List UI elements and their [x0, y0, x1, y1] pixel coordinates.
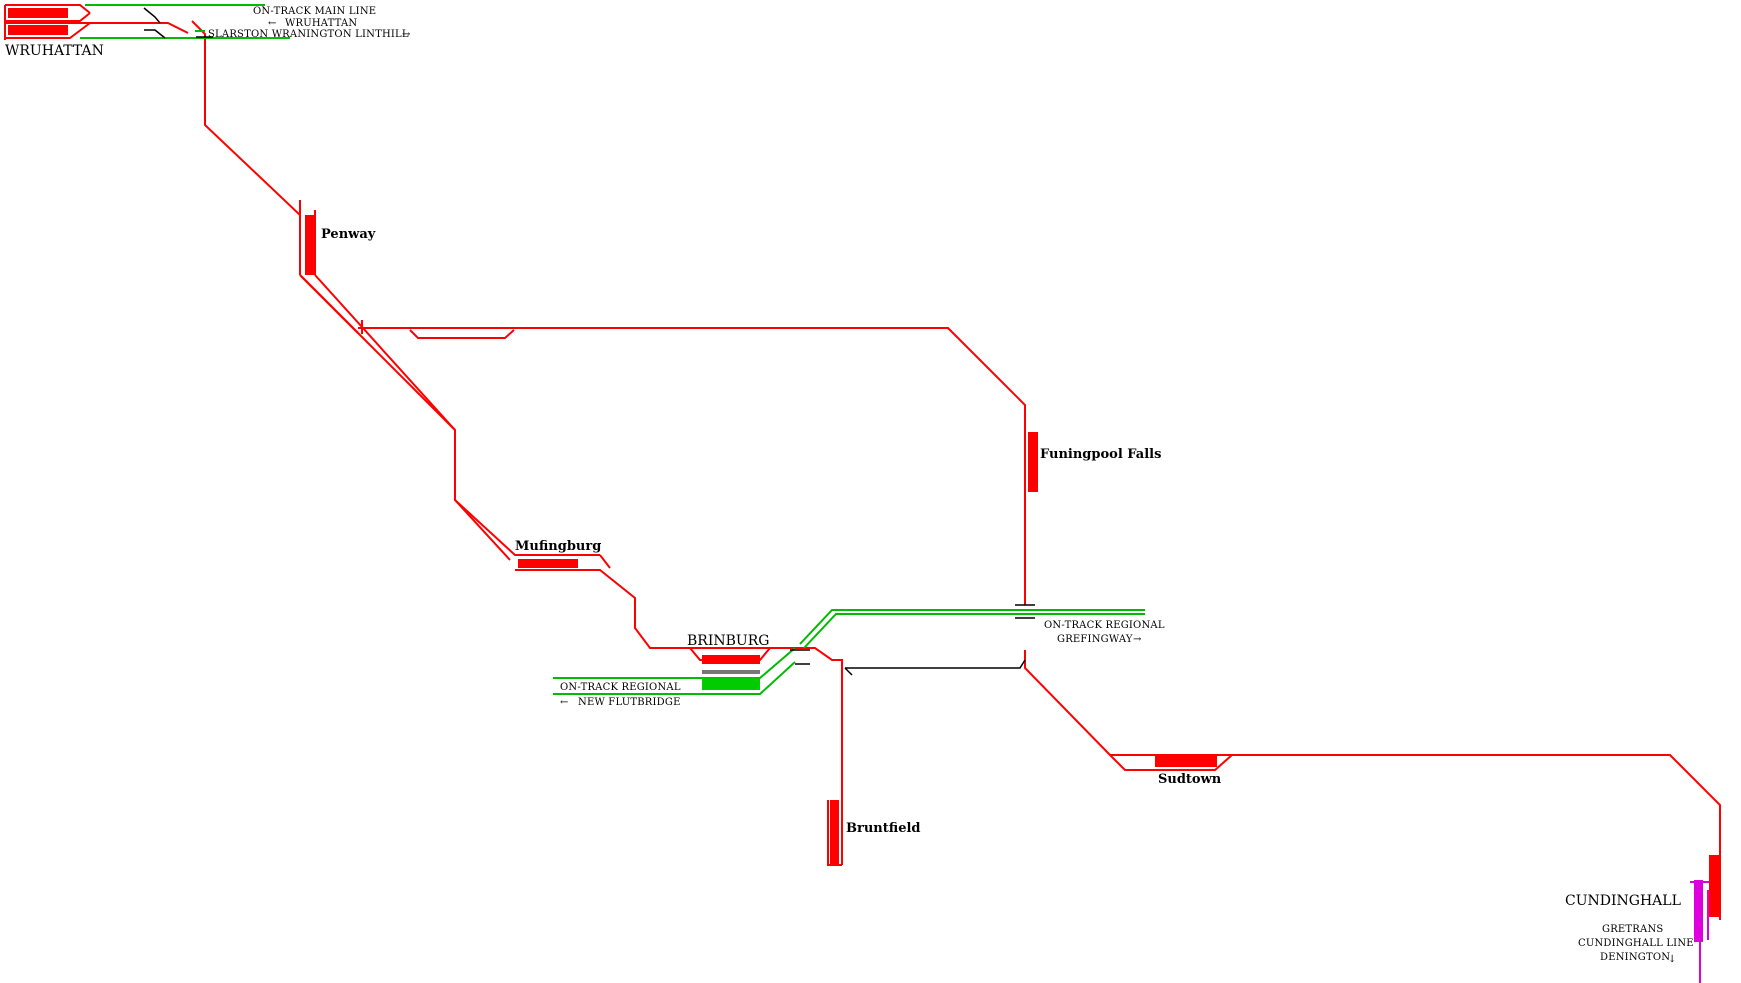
- station-label-cundinghall: CUNDINGHALL: [1565, 893, 1681, 909]
- left-arrow-icon: ←: [268, 18, 277, 29]
- station-label-wruhattan: WRUHATTAN: [5, 43, 104, 59]
- right-arrow-icon: →: [1133, 634, 1142, 645]
- wruhattan-terminus-tracks: [4, 4, 189, 40]
- note-text: ON-TRACK REGIONAL: [560, 682, 681, 693]
- bruntfield-platform: [830, 800, 839, 865]
- brinburg-platform-red: [702, 655, 760, 664]
- note-text: ON-TRACK REGIONAL: [1044, 620, 1165, 631]
- station-label-brinburg: BRINBURG: [687, 633, 769, 649]
- left-arrow-icon: ←: [560, 697, 569, 708]
- penway-platform: [305, 215, 314, 275]
- platforms: [8, 8, 1719, 917]
- note-new-flutbridge: ON-TRACK REGIONAL ← NEW FLUTBRIDGE: [560, 682, 681, 708]
- note-text: SLARSTON WRANINGTON LINTHILL: [208, 29, 409, 40]
- green-main-line: [80, 4, 290, 39]
- sudtown-platform: [1155, 756, 1217, 767]
- mufingburg-platform: [518, 559, 578, 568]
- wruhattan-platform-2: [8, 25, 68, 35]
- wruhattan-platform-1: [8, 8, 68, 18]
- brinburg-platform-divider: [702, 670, 760, 674]
- note-text: DENINGTON: [1600, 952, 1670, 963]
- right-arrow-icon: →: [402, 29, 411, 40]
- note-text: CUNDINGHALL LINE: [1578, 938, 1694, 949]
- station-label-sudtown: Sudtown: [1158, 772, 1222, 787]
- note-grefingway: ON-TRACK REGIONAL GREFINGWAY →: [1044, 620, 1165, 645]
- brinburg-platform-green: [702, 678, 760, 690]
- note-text: GRETRANS: [1602, 924, 1663, 935]
- cundinghall-platform: [1709, 855, 1719, 917]
- black-connector-tracks: [143, 7, 1035, 676]
- note-text: NEW FLUTBRIDGE: [578, 697, 681, 708]
- note-text: WRUHATTAN: [285, 18, 357, 29]
- cundinghall-magenta-platform: [1694, 880, 1703, 942]
- red-main-line: [191, 20, 1721, 920]
- station-label-bruntfield: Bruntfield: [846, 821, 921, 836]
- note-wruhattan-main-line: ON-TRACK MAIN LINE ← WRUHATTAN SLARSTON …: [208, 6, 411, 40]
- station-label-funingpool-falls: Funingpool Falls: [1040, 447, 1161, 462]
- funingpool-falls-platform: [1028, 432, 1038, 492]
- station-label-mufingburg: Mufingburg: [515, 539, 601, 554]
- down-arrow-icon: ↓: [1668, 954, 1677, 965]
- green-regional-grefingway: [799, 609, 1145, 649]
- note-text: GREFINGWAY: [1057, 634, 1133, 645]
- note-cundinghall-line: GRETRANS CUNDINGHALL LINE DENINGTON ↓: [1578, 924, 1694, 965]
- station-label-penway: Penway: [321, 227, 376, 242]
- note-text: ON-TRACK MAIN LINE: [253, 6, 376, 17]
